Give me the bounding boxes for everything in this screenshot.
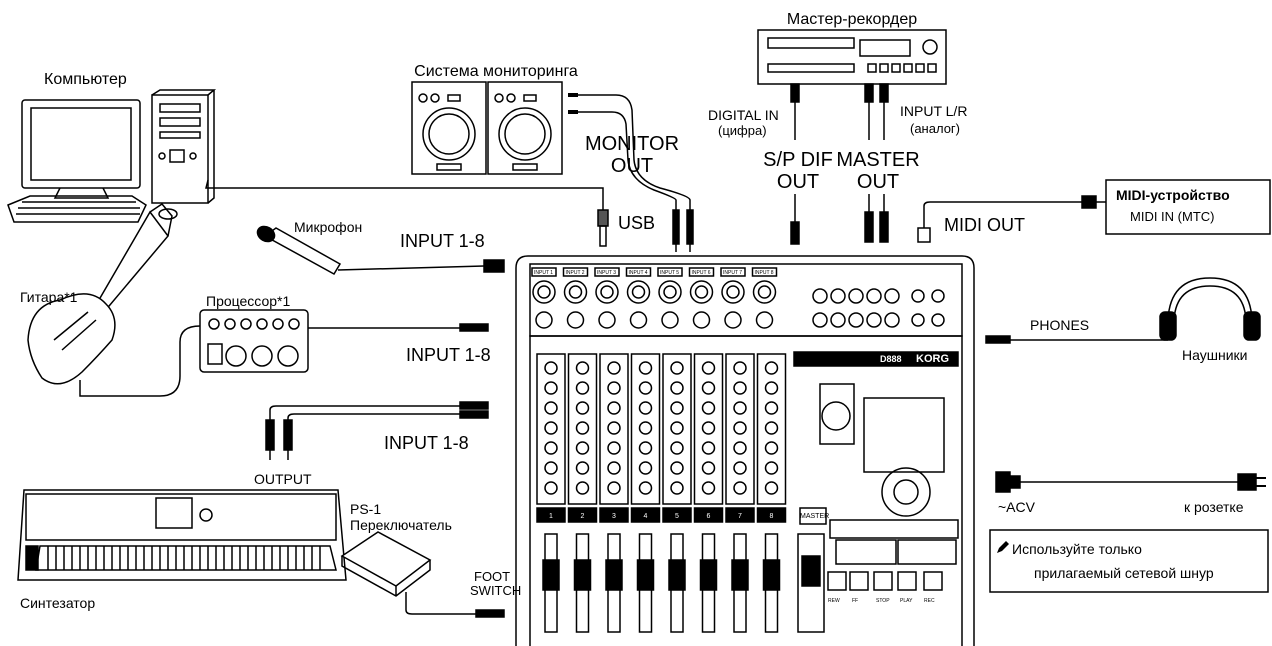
mixer-model: D888 — [880, 354, 902, 364]
monitor-out-plugs — [672, 209, 694, 252]
channel-number: 8 — [770, 513, 774, 520]
label-ps1: PS-1 — [350, 501, 382, 517]
label-midi-in-mtc: MIDI IN (MTC) — [1130, 209, 1215, 224]
label-synthesizer: Синтезатор — [20, 595, 96, 611]
label-microphone: Микрофон — [294, 219, 363, 235]
label-computer: Компьютер — [44, 71, 127, 88]
midi-device-box — [1105, 179, 1271, 235]
channel-number: 3 — [612, 513, 616, 520]
label-foot-2: SWITCH — [470, 583, 522, 598]
label-input-processor: INPUT 1-8 — [406, 345, 491, 365]
processor-illustration — [199, 309, 309, 373]
label-monitor-out-1: MONITOR — [584, 133, 680, 155]
channel-number: 4 — [644, 513, 648, 520]
label-monitor-out-2: OUT — [610, 155, 654, 177]
label-acv: ~ACV — [998, 499, 1035, 515]
label-output: OUTPUT — [254, 471, 312, 487]
mixer-d888-illustration — [515, 255, 975, 646]
usb-plug — [597, 209, 609, 247]
monitor-speakers-illustration — [411, 81, 563, 175]
label-monitoring-system: Система мониторинга — [414, 63, 578, 80]
label-input-lr: INPUT L/R — [900, 103, 968, 119]
transport-label: REC — [924, 598, 935, 604]
label-input-lr-note: (аналог) — [910, 121, 961, 136]
microphone-illustration — [256, 225, 342, 276]
label-phones: PHONES — [1030, 317, 1090, 333]
label-input-mic: INPUT 1-8 — [400, 231, 485, 251]
label-headphones: Наушники — [1182, 347, 1248, 363]
mixer-master-label: MASTER — [800, 513, 829, 520]
label-foot-1: FOOT — [474, 569, 511, 584]
master-recorder-illustration — [757, 29, 947, 85]
label-to-outlet: к розетке — [1184, 499, 1244, 515]
transport-label: STOP — [876, 598, 890, 604]
label-digital-in-note: (цифра) — [718, 123, 767, 138]
note-box — [989, 529, 1269, 593]
computer-illustration — [7, 89, 217, 223]
label-usb: USB — [618, 213, 656, 233]
mixer-input-label: INPUT 8 — [755, 270, 774, 276]
transport-label: REW — [828, 598, 840, 604]
label-master-out-2: OUT — [856, 171, 900, 193]
pencil-icon — [997, 541, 1009, 553]
channel-number: 5 — [675, 513, 679, 520]
channel-number: 2 — [581, 513, 585, 520]
channel-number: 7 — [738, 513, 742, 520]
channel-number: 1 — [549, 513, 553, 520]
footswitch-illustration — [340, 531, 432, 597]
mixer-input-label: INPUT 1 — [534, 270, 553, 276]
transport-label: FF — [852, 598, 858, 604]
mixer-input-label: INPUT 2 — [566, 270, 585, 276]
label-master-out-1: MASTER — [836, 149, 920, 171]
label-spdif-out-2: OUT — [776, 171, 820, 193]
channel-number: 6 — [707, 513, 711, 520]
mixer-input-label: INPUT 3 — [597, 270, 616, 276]
note-line-1: Используйте только — [1012, 541, 1142, 557]
label-processor: Процессор*1 — [206, 293, 291, 309]
note-line-2: прилагаемый сетевой шнур — [1034, 565, 1214, 581]
mixer-brand: KORG — [916, 353, 949, 365]
mixer-input-label: INPUT 7 — [723, 270, 742, 276]
label-guitar: Гитара*1 — [20, 289, 78, 305]
label-input-synth: INPUT 1-8 — [384, 433, 469, 453]
synthesizer-illustration — [17, 489, 347, 581]
guitar-illustration — [27, 203, 173, 385]
label-digital-in: DIGITAL IN — [708, 107, 779, 123]
headphones-illustration — [1159, 277, 1261, 341]
label-midi-device: MIDI-устройство — [1116, 187, 1230, 203]
mixer-input-label: INPUT 5 — [660, 270, 679, 276]
mixer-input-label: INPUT 6 — [692, 270, 711, 276]
ac-cord-illustration — [995, 471, 1266, 493]
label-spdif-out-1: S/P DIF — [763, 149, 833, 171]
label-midi-out: MIDI OUT — [944, 215, 1025, 235]
transport-label: PLAY — [900, 598, 913, 604]
mixer-input-label: INPUT 4 — [629, 270, 648, 276]
label-switch: Переключатель — [350, 517, 452, 533]
label-master-recorder: Мастер-рекордер — [786, 11, 918, 28]
